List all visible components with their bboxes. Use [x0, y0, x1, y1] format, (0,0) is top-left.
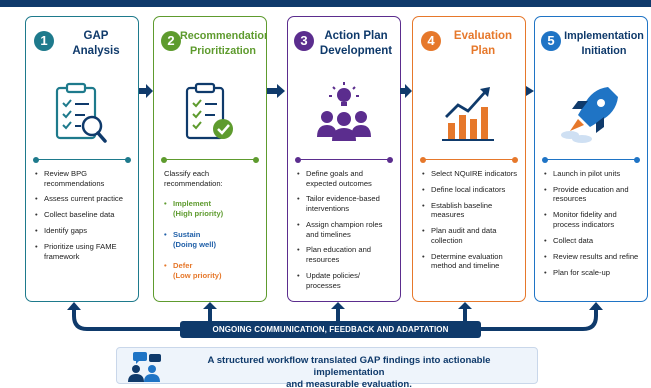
list-item: Collect baseline data — [34, 210, 133, 220]
list-item: Update policies/ processes — [296, 271, 395, 290]
list-item: Provide education and resources — [543, 185, 642, 204]
list-item: Monitor fidelity and process indicators — [543, 210, 642, 229]
card-divider — [542, 156, 640, 163]
step-number-badge: 5 — [541, 31, 561, 51]
option-defer: •Defer(Low priority) — [164, 261, 222, 280]
up-arrow-icon — [458, 302, 472, 321]
people-chat-icon — [128, 352, 161, 382]
list-item: Establish baseline measures — [421, 201, 520, 220]
list-item: Identify gaps — [34, 226, 133, 236]
list-item: Plan education and resources — [296, 245, 395, 264]
clipboard-magnifier-icon — [55, 82, 107, 143]
checklist-approved-icon — [185, 82, 233, 140]
card-divider — [161, 156, 259, 163]
card-divider — [33, 156, 131, 163]
up-arrow-icon — [589, 302, 603, 310]
step-task-list: Review BPG recommendations Assess curren… — [34, 169, 133, 268]
list-item: Collect data — [543, 236, 642, 246]
list-item: Assign champion roles and timelines — [296, 220, 395, 239]
option-sustain: •Sustain(Doing well) — [164, 230, 217, 249]
right-arrow-icon — [400, 84, 412, 98]
summary-text: A structured workflow translated GAP fin… — [207, 355, 491, 388]
list-item: Assess current practice — [34, 194, 133, 204]
step-task-list: Select NQuIRE indicators Define local in… — [421, 169, 520, 277]
up-arrow-icon — [203, 302, 217, 321]
right-arrow-icon — [267, 84, 285, 98]
top-banner — [0, 0, 651, 7]
list-item: Determine evaluation method and timeline — [421, 252, 520, 271]
rocket-icon — [561, 87, 618, 143]
summary-box: A structured workflow translated GAP fin… — [116, 347, 538, 388]
list-item: Prioritize using FAME framework — [34, 242, 133, 261]
team-lightbulb-icon — [317, 82, 371, 141]
right-arrow-icon — [139, 84, 153, 98]
step-task-list: Define goals and expected outcomes Tailo… — [296, 169, 395, 296]
classify-intro: Classify each recommendation: — [164, 169, 223, 188]
growth-chart-icon — [442, 87, 494, 141]
step-task-list: Launch in pilot units Provide education … — [543, 169, 642, 284]
list-item: Review BPG recommendations — [34, 169, 133, 188]
list-item: Select NQuIRE indicators — [421, 169, 520, 179]
up-arrow-icon — [331, 302, 345, 321]
step-number-badge: 4 — [421, 31, 441, 51]
list-item: Tailor evidence-based interventions — [296, 194, 395, 213]
up-arrow-icon — [67, 302, 81, 310]
step-number-badge: 1 — [34, 31, 54, 51]
list-item: Define local indicators — [421, 185, 520, 195]
right-arrow-icon — [526, 86, 534, 96]
list-item: Review results and refine — [543, 252, 642, 262]
step-number-badge: 2 — [161, 31, 181, 51]
step-number-badge: 3 — [294, 31, 314, 51]
card-divider — [420, 156, 518, 163]
list-item: Plan audit and data collection — [421, 226, 520, 245]
list-item: Launch in pilot units — [543, 169, 642, 179]
card-divider — [295, 156, 393, 163]
feedback-banner: ONGOING COMMUNICATION, FEEDBACK AND ADAP… — [180, 321, 481, 338]
list-item: Plan for scale-up — [543, 268, 642, 278]
option-implement: •Implement(High priority) — [164, 199, 224, 218]
list-item: Define goals and expected outcomes — [296, 169, 395, 188]
